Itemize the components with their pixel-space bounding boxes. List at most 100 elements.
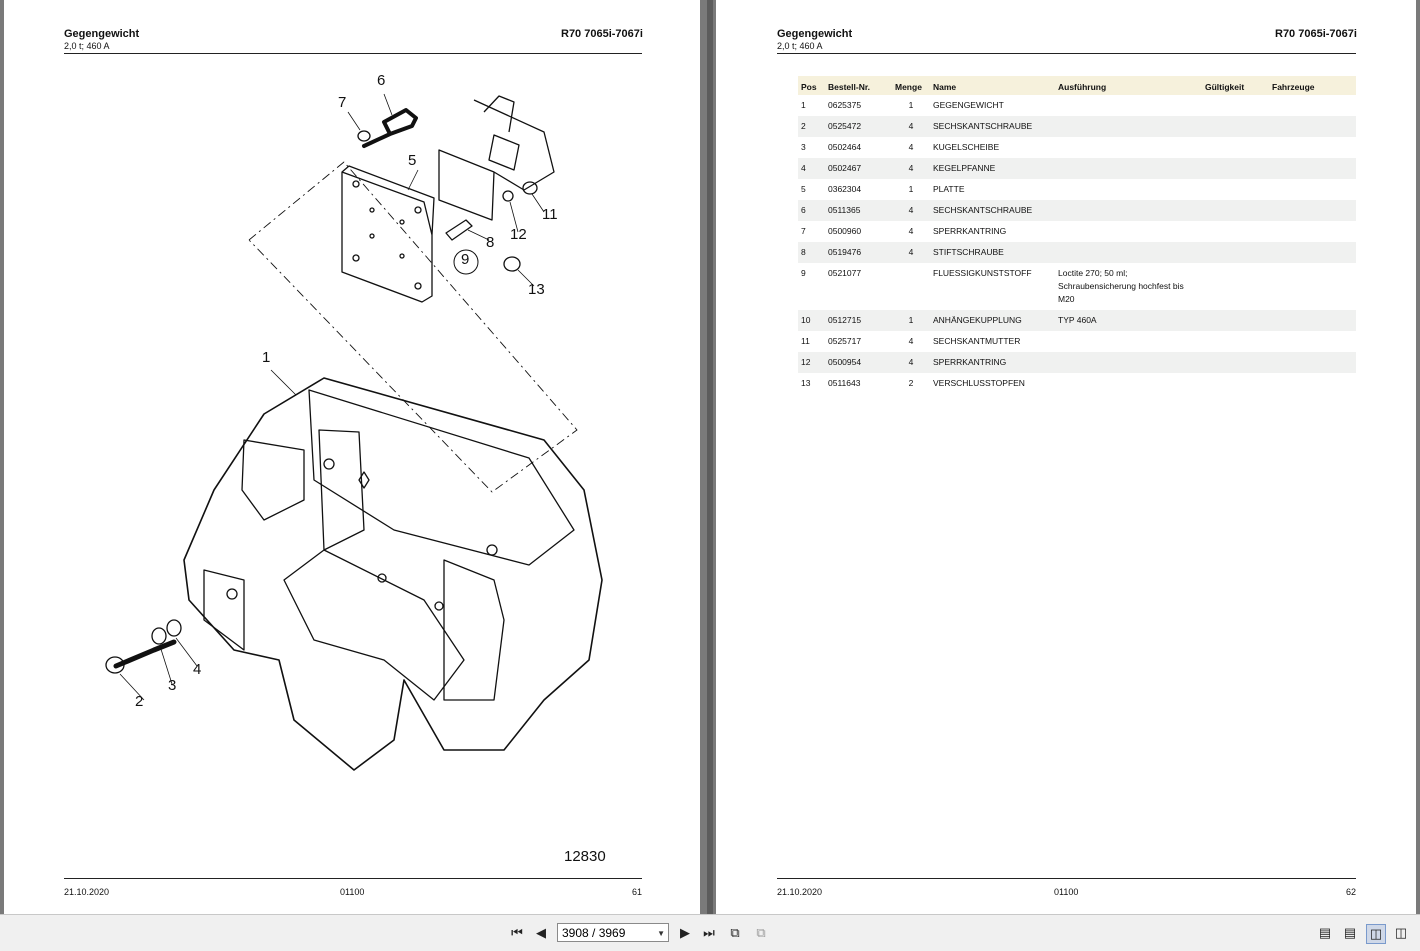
single-page-view-icon[interactable]: ▤ bbox=[1318, 925, 1332, 940]
cell-name: KEGELPFANNE bbox=[930, 158, 1055, 179]
cell-quantity: 1 bbox=[908, 184, 914, 194]
cell-pos: 7 bbox=[801, 226, 806, 236]
cell-name: PLATTE bbox=[933, 184, 965, 194]
next-page-icon[interactable]: ▶ bbox=[680, 925, 690, 940]
last-page-icon[interactable]: ⏭ bbox=[703, 925, 715, 940]
cell-vehicles bbox=[1269, 263, 1356, 310]
continuous-view-icon[interactable]: ▤ bbox=[1343, 925, 1357, 940]
cell-quantity: 4 bbox=[892, 116, 930, 137]
parts-table: Pos Bestell-Nr. Menge Name Ausführung Gü… bbox=[798, 76, 1356, 394]
right-page-title: Gegengewicht bbox=[777, 28, 853, 40]
col-vehicles: Fahrzeuge bbox=[1269, 76, 1356, 95]
right-footer-date: 21.10.2020 bbox=[777, 887, 823, 897]
cell-version bbox=[1055, 200, 1202, 221]
cell-vehicles bbox=[1269, 242, 1356, 263]
trailer-coupling-part bbox=[438, 95, 555, 221]
cell-validity bbox=[1202, 310, 1269, 331]
right-footer-code: 01100 bbox=[1054, 887, 1079, 897]
cell-name: GEGENGEWICHT bbox=[933, 100, 1004, 110]
go-back-view-icon[interactable]: ⧉ bbox=[730, 925, 740, 940]
cell-pos: 6 bbox=[798, 200, 825, 221]
right-page-model: R70 7065i-7067i bbox=[1275, 28, 1357, 40]
cell-pos: 1 bbox=[801, 100, 806, 110]
cell-vehicles bbox=[1269, 221, 1356, 242]
cell-validity bbox=[1202, 352, 1269, 373]
cell-order-no: 0500954 bbox=[825, 352, 892, 373]
counterweight-drawing-svg bbox=[105, 93, 603, 771]
plug-part bbox=[503, 256, 521, 272]
cell-vehicles bbox=[1269, 116, 1356, 137]
washer-part bbox=[357, 130, 371, 142]
cell-version bbox=[1055, 331, 1202, 352]
left-page-model: R70 7065i-7067i bbox=[561, 28, 643, 40]
cell-order-no: 0500960 bbox=[828, 226, 862, 236]
bolt-part bbox=[362, 108, 418, 148]
cell-validity bbox=[1202, 95, 1269, 116]
cell-vehicles bbox=[1269, 95, 1356, 116]
cell-vehicles bbox=[1269, 352, 1356, 373]
left-page-title: Gegengewicht bbox=[64, 28, 140, 40]
cell-version bbox=[1055, 116, 1202, 137]
cell-validity bbox=[1202, 373, 1269, 394]
prev-page-icon[interactable]: ◀ bbox=[536, 925, 546, 940]
two-page-view-icon[interactable]: ◫ bbox=[1366, 924, 1386, 944]
first-page-icon[interactable]: ⏮ bbox=[511, 925, 523, 940]
cell-order-no: 0525717 bbox=[828, 336, 862, 346]
cell-name: SPERRKANTRING bbox=[930, 352, 1055, 373]
viewer-toolbar: ⏮ ◀ 3908 / 3969 ▼ ▶ ⏭ ⧉ ⧉ ▤ ▤ ◫ ◫ bbox=[0, 914, 1420, 951]
cell-pos: 4 bbox=[798, 158, 825, 179]
go-forward-view-icon[interactable]: ⧉ bbox=[756, 925, 766, 940]
cell-vehicles bbox=[1269, 200, 1356, 221]
cell-version bbox=[1055, 158, 1202, 179]
cell-version bbox=[1055, 373, 1202, 394]
cell-pos: 10 bbox=[798, 310, 825, 331]
cell-version bbox=[1055, 95, 1202, 116]
cell-validity bbox=[1202, 242, 1269, 263]
cell-name: STIFTSCHRAUBE bbox=[930, 242, 1055, 263]
ball-washer-part bbox=[151, 627, 167, 645]
cell-version bbox=[1055, 242, 1202, 263]
page-number-select[interactable]: 3908 / 3969 ▼ bbox=[557, 923, 669, 942]
cell-order-no: 0362304 bbox=[828, 184, 862, 194]
cell-name: SECHSKANTSCHRAUBE bbox=[930, 200, 1055, 221]
cell-pos: 8 bbox=[798, 242, 825, 263]
cell-order-no: 0502467 bbox=[825, 158, 892, 179]
cell-quantity: 1 bbox=[892, 310, 930, 331]
cell-version bbox=[1055, 137, 1202, 158]
page-gutter bbox=[707, 0, 713, 914]
callout-2: 2 bbox=[135, 693, 144, 710]
callout-11: 11 bbox=[542, 206, 558, 223]
callout-6: 6 bbox=[377, 72, 386, 89]
cell-order-no: 0525472 bbox=[825, 116, 892, 137]
stud-part bbox=[445, 219, 473, 241]
callout-3: 3 bbox=[168, 677, 177, 694]
footer-rule bbox=[777, 878, 1356, 879]
nut-part bbox=[522, 181, 538, 195]
cell-order-no: 0511643 bbox=[828, 378, 861, 388]
two-page-continuous-view-icon[interactable]: ◫ bbox=[1394, 925, 1408, 940]
cell-quantity: 2 bbox=[908, 378, 914, 388]
cell-vehicles bbox=[1269, 137, 1356, 158]
cone-seat-part bbox=[166, 619, 182, 637]
col-pos: Pos bbox=[798, 76, 825, 95]
cell-validity bbox=[1202, 331, 1269, 352]
col-validity: Gültigkeit bbox=[1202, 76, 1269, 95]
left-page-subtitle: 2,0 t; 460 A bbox=[64, 41, 110, 51]
col-version: Ausführung bbox=[1055, 76, 1202, 95]
cell-version: TYP 460A bbox=[1055, 310, 1202, 331]
cell-pos: 3 bbox=[801, 142, 806, 152]
exploded-parts-drawing bbox=[24, 60, 644, 880]
cell-validity bbox=[1202, 116, 1269, 137]
cell-order-no: 0519476 bbox=[825, 242, 892, 263]
callout-1: 1 bbox=[262, 349, 271, 366]
cell-quantity: 4 bbox=[892, 242, 930, 263]
col-order-no: Bestell-Nr. bbox=[825, 76, 892, 95]
cell-order-no: 0625375 bbox=[828, 100, 862, 110]
